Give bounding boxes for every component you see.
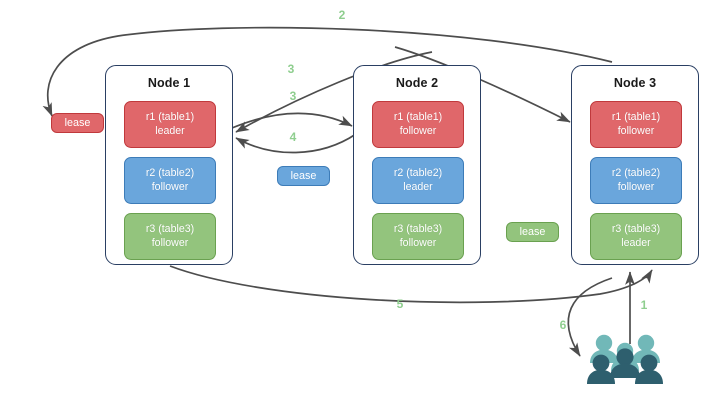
users-group-icon xyxy=(586,332,664,390)
step-label-6: 6 xyxy=(559,318,567,332)
replica-n3r3-line1: r3 (table3) xyxy=(611,223,661,235)
replica-n1r2-line1: r2 (table2) xyxy=(145,167,195,179)
node-box-node2[interactable]: Node 2 r1 (table1) follower r2 (table2) … xyxy=(353,65,481,265)
step-label-3a: 3 xyxy=(287,62,295,76)
replica-n3r1[interactable]: r1 (table1) follower xyxy=(590,101,682,148)
replica-n3r3-line2: leader xyxy=(621,236,651,249)
step-label-1: 1 xyxy=(640,298,648,312)
lease-badge-r1[interactable]: lease xyxy=(51,113,104,133)
node-title-node1: Node 1 xyxy=(147,76,191,90)
lease-badge-r3[interactable]: lease xyxy=(506,222,559,242)
replica-n2r2-line1: r2 (table2) xyxy=(393,167,443,179)
replica-n1r2[interactable]: r2 (table2) follower xyxy=(124,157,216,204)
replica-n1r3-line1: r3 (table3) xyxy=(145,223,195,235)
edge-5-response-path xyxy=(169,265,653,304)
replica-n2r3-line2: follower xyxy=(399,236,437,249)
lease-badge-r2[interactable]: lease xyxy=(277,166,330,186)
replica-n2r2[interactable]: r2 (table2) leader xyxy=(372,157,464,204)
replica-n2r1[interactable]: r1 (table1) follower xyxy=(372,101,464,148)
edge-3-replicate-to-node2 xyxy=(231,112,353,129)
replica-n1r1-line2: leader xyxy=(155,124,185,137)
node-box-node3[interactable]: Node 3 r1 (table1) follower r2 (table2) … xyxy=(571,65,699,265)
step-label-2: 2 xyxy=(338,8,346,22)
step-label-5: 5 xyxy=(396,297,404,311)
replica-n1r3[interactable]: r3 (table3) follower xyxy=(124,213,216,260)
replica-n3r2-line2: follower xyxy=(617,180,655,193)
replica-n1r1-line1: r1 (table1) xyxy=(145,111,195,123)
replica-n1r3-line2: follower xyxy=(151,236,189,249)
step-label-3b: 3 xyxy=(289,89,297,103)
replica-n2r3[interactable]: r3 (table3) follower xyxy=(372,213,464,260)
node-box-node1[interactable]: Node 1 r1 (table1) leader r2 (table2) fo… xyxy=(105,65,233,265)
replica-n3r2-line1: r2 (table2) xyxy=(611,167,661,179)
replica-n2r1-line1: r1 (table1) xyxy=(393,111,443,123)
replica-n3r1-line2: follower xyxy=(617,124,655,137)
replica-n1r1[interactable]: r1 (table1) leader xyxy=(124,101,216,148)
node-title-node2: Node 2 xyxy=(395,76,439,90)
replica-n2r2-line2: leader xyxy=(403,180,433,193)
replica-n1r2-line2: follower xyxy=(151,180,189,193)
node-title-node3: Node 3 xyxy=(613,76,657,90)
users-group-icon-svg xyxy=(587,334,663,384)
replica-n3r2[interactable]: r2 (table2) follower xyxy=(590,157,682,204)
replica-n2r3-line1: r3 (table3) xyxy=(393,223,443,235)
replica-n3r1-line1: r1 (table1) xyxy=(611,111,661,123)
step-label-4: 4 xyxy=(289,130,297,144)
replica-n2r1-line2: follower xyxy=(399,124,437,137)
replica-n3r3[interactable]: r3 (table3) leader xyxy=(590,213,682,260)
